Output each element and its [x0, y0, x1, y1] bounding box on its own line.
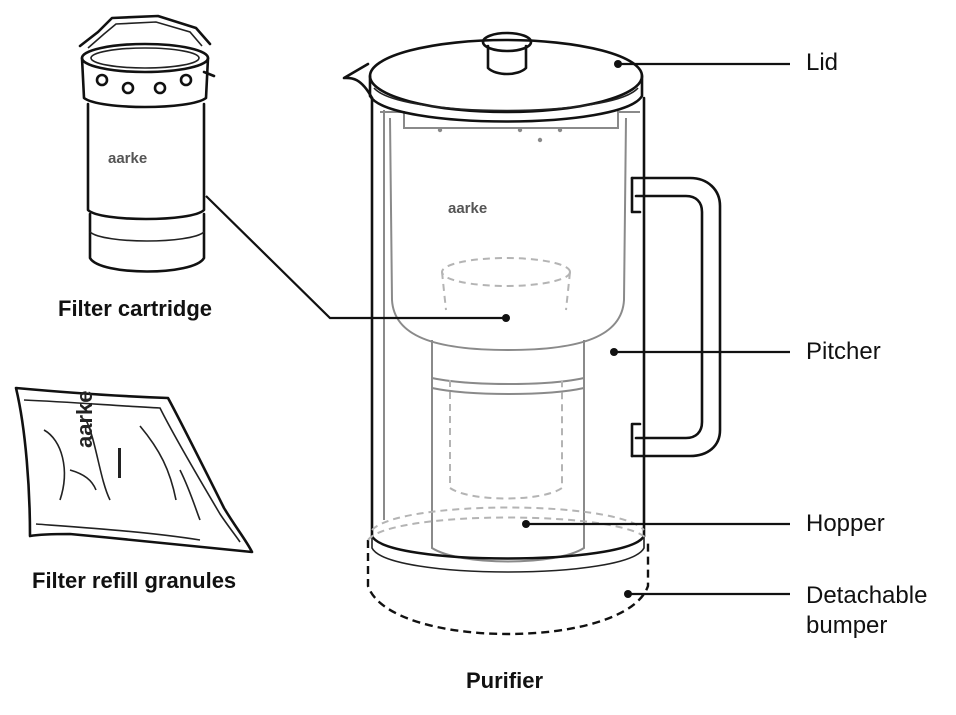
leader-line-bumper — [624, 590, 790, 598]
caption-filter-cartridge: Filter cartridge — [58, 296, 213, 321]
caption-filter-refill-granules: Filter refill granules — [32, 568, 237, 593]
pitcher-illustration — [342, 31, 722, 636]
bag-brand-underline — [118, 448, 121, 478]
callout-detachable-bumper-line2: bumper — [806, 612, 888, 639]
leader-line-filter-cartridge — [205, 195, 510, 322]
filter-cartridge-illustration — [78, 14, 216, 273]
pitcher-brand-text: aarke — [448, 200, 488, 217]
callout-lid: Lid — [806, 49, 839, 76]
leader-line-pitcher — [610, 348, 790, 356]
leader-line-hopper — [522, 520, 790, 528]
cartridge-brand-text: aarke — [108, 150, 148, 167]
callout-hopper: Hopper — [806, 510, 885, 537]
filter-refill-granules-illustration — [14, 386, 254, 554]
callout-pitcher: Pitcher — [806, 338, 881, 365]
callout-detachable-bumper-line1: Detachable — [806, 582, 928, 609]
bag-brand-text: aarke — [72, 390, 97, 448]
caption-purifier: Purifier — [466, 668, 544, 693]
leader-line-lid — [614, 60, 790, 68]
